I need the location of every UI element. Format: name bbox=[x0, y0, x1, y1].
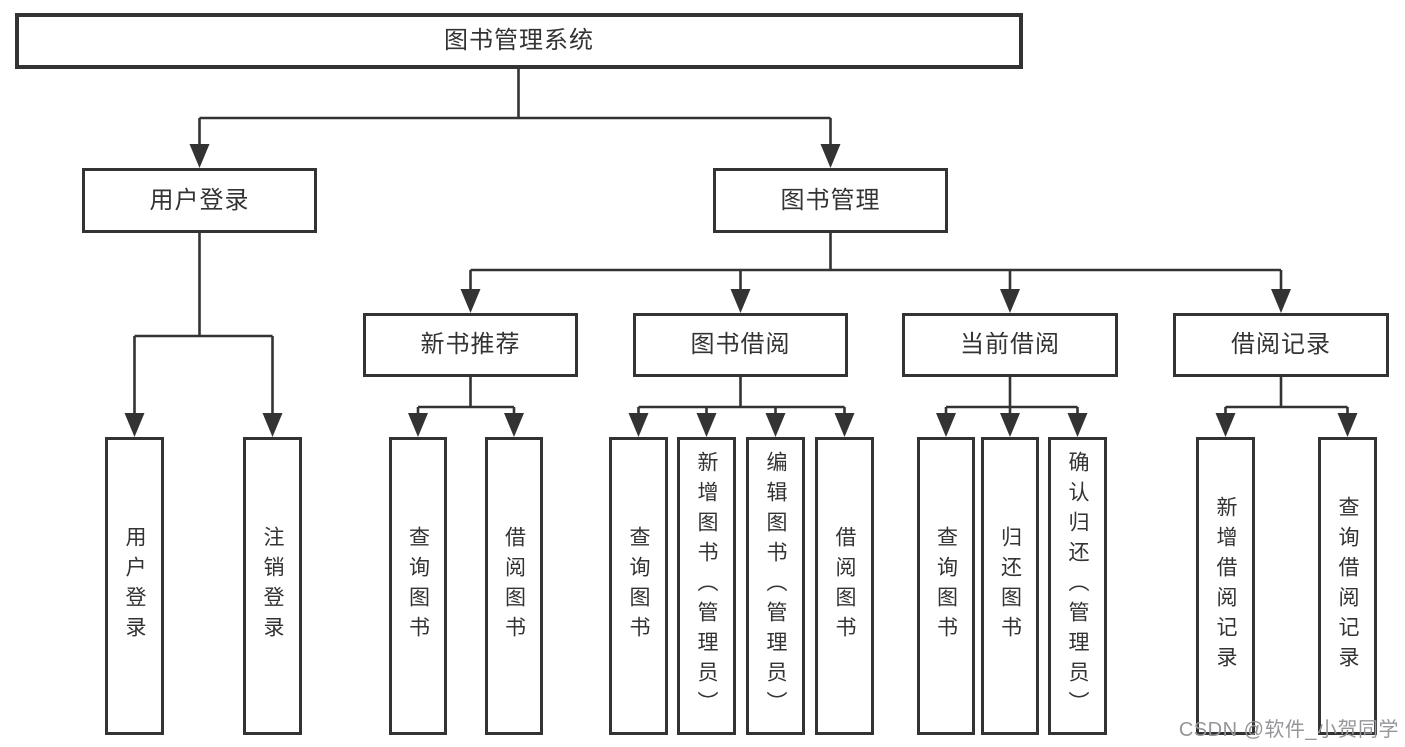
arrowhead bbox=[1067, 413, 1088, 437]
leaf-confirm-return-label: 确认归还（管理员） bbox=[1066, 451, 1089, 721]
node-new-book-label: 新书推荐 bbox=[420, 331, 521, 358]
node-root: 图书管理系统 bbox=[15, 13, 1023, 69]
connector-root-to-level1 bbox=[189, 68, 841, 168]
leaf-return-book-label: 归还图书 bbox=[998, 526, 1022, 646]
connector-book-borrow-children bbox=[628, 377, 855, 437]
arrowhead bbox=[765, 413, 786, 437]
leaf-current-query-label: 查询图书 bbox=[934, 526, 958, 646]
leaf-add-record: 新增借阅记录 bbox=[1196, 437, 1255, 735]
arrowhead bbox=[262, 413, 283, 437]
node-new-book: 新书推荐 bbox=[363, 313, 578, 377]
arrowhead bbox=[1337, 413, 1358, 437]
leaf-current-query: 查询图书 bbox=[917, 437, 975, 735]
leaf-borrow-add-book: 新增图书（管理员） bbox=[677, 437, 736, 735]
arrowhead bbox=[1000, 413, 1020, 437]
node-current-borrow: 当前借阅 bbox=[902, 313, 1118, 377]
leaf-query-record-label: 查询借阅记录 bbox=[1336, 496, 1359, 676]
arrowhead bbox=[1215, 413, 1236, 437]
node-book-mgmt-label: 图书管理 bbox=[780, 186, 881, 214]
arrowhead bbox=[189, 144, 210, 168]
arrowhead bbox=[1271, 289, 1291, 313]
leaf-add-record-label: 新增借阅记录 bbox=[1214, 496, 1237, 676]
leaf-newbook-query: 查询图书 bbox=[389, 437, 447, 735]
connector-book-mgmt-children bbox=[460, 233, 1291, 313]
node-book-borrow-label: 图书借阅 bbox=[690, 331, 791, 358]
arrowhead bbox=[936, 413, 956, 437]
leaf-borrow-query-label: 查询图书 bbox=[627, 526, 650, 646]
node-current-borrow-label: 当前借阅 bbox=[960, 331, 1060, 358]
arrowhead bbox=[834, 413, 855, 437]
leaf-user-login-label: 用户登录 bbox=[123, 526, 146, 646]
leaf-logout-label: 注销登录 bbox=[261, 526, 284, 646]
leaf-borrow-book-label: 借阅图书 bbox=[833, 526, 856, 646]
leaf-borrow-edit-book: 编辑图书（管理员） bbox=[746, 437, 805, 735]
leaf-borrow-edit-book-label: 编辑图书（管理员） bbox=[764, 451, 787, 721]
arrowhead bbox=[1000, 289, 1020, 313]
connector-user-login-children bbox=[124, 233, 283, 437]
node-borrow-record: 借阅记录 bbox=[1173, 313, 1389, 377]
connector-new-book-children bbox=[408, 377, 524, 437]
node-book-mgmt: 图书管理 bbox=[713, 168, 948, 233]
arrowhead bbox=[460, 289, 481, 313]
leaf-newbook-query-label: 查询图书 bbox=[406, 526, 430, 646]
node-root-label: 图书管理系统 bbox=[444, 27, 594, 54]
node-borrow-record-label: 借阅记录 bbox=[1231, 331, 1331, 358]
arrowhead bbox=[696, 413, 717, 437]
leaf-confirm-return: 确认归还（管理员） bbox=[1048, 437, 1107, 735]
node-user-login: 用户登录 bbox=[82, 168, 317, 233]
arrowhead bbox=[504, 413, 524, 437]
leaf-newbook-borrow: 借阅图书 bbox=[485, 437, 543, 735]
leaf-borrow-query: 查询图书 bbox=[609, 437, 668, 735]
node-book-borrow: 图书借阅 bbox=[633, 313, 848, 377]
leaf-borrow-book: 借阅图书 bbox=[815, 437, 874, 735]
leaf-newbook-borrow-label: 借阅图书 bbox=[502, 526, 526, 646]
leaf-borrow-add-book-label: 新增图书（管理员） bbox=[695, 451, 718, 721]
arrowhead bbox=[730, 289, 751, 313]
watermark: CSDN @软件_小贺同学 bbox=[1178, 719, 1399, 741]
leaf-user-login: 用户登录 bbox=[105, 437, 164, 735]
node-user-login-label: 用户登录 bbox=[149, 186, 250, 214]
arrowhead bbox=[628, 413, 649, 437]
leaf-return-book: 归还图书 bbox=[981, 437, 1039, 735]
connector-borrow-record-children bbox=[1215, 377, 1358, 437]
arrowhead bbox=[124, 413, 145, 437]
leaf-logout: 注销登录 bbox=[243, 437, 302, 735]
connector-current-borrow-children bbox=[936, 377, 1088, 437]
arrowhead bbox=[408, 413, 428, 437]
leaf-query-record: 查询借阅记录 bbox=[1318, 437, 1377, 735]
arrowhead bbox=[820, 144, 841, 168]
